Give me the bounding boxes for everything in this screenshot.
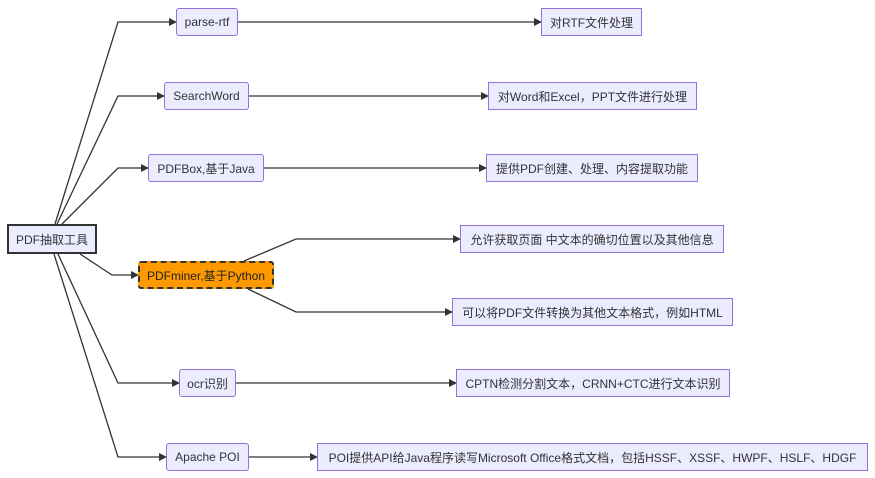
desc-node-word-excel-ppt[interactable]: 对Word和Excel，PPT文件进行处理 <box>488 82 697 110</box>
edge-root-searchword <box>56 92 165 225</box>
tool-node-apache-poi[interactable]: Apache POI <box>166 443 249 471</box>
desc-node-text-position[interactable]: 允许获取页面 中文本的确切位置以及其他信息 <box>460 225 724 253</box>
edge-root-apache-poi <box>53 253 167 461</box>
edge-root-pdfminer <box>79 253 139 279</box>
tool-node-ocr[interactable]: ocr识别 <box>179 369 236 397</box>
edge-root-parse-rtf <box>54 18 177 225</box>
edge-root-ocr <box>57 253 180 387</box>
desc-node-pdfbox[interactable]: 提供PDF创建、处理、内容提取功能 <box>486 154 698 182</box>
edge-pdfminer-desc-top <box>243 235 461 262</box>
tool-node-searchword[interactable]: SearchWord <box>164 82 249 110</box>
tool-node-pdfminer[interactable]: PDFminer,基于Python <box>138 261 274 289</box>
root-node[interactable]: PDF抽取工具 <box>7 224 97 254</box>
desc-node-poi[interactable]: POI提供API给Java程序读写Microsoft Office格式文档，包括… <box>317 443 868 471</box>
desc-node-convert-html[interactable]: 可以将PDF文件转换为其他文本格式，例如HTML <box>452 298 733 326</box>
edge-root-pdfbox <box>61 164 149 225</box>
desc-node-rtf[interactable]: 对RTF文件处理 <box>541 8 642 36</box>
tool-node-parse-rtf[interactable]: parse-rtf <box>176 8 238 36</box>
tool-node-pdfbox[interactable]: PDFBox,基于Java <box>148 154 264 182</box>
edge-pdfminer-desc-bottom <box>247 288 453 316</box>
desc-node-ocr[interactable]: CPTN检测分割文本，CRNN+CTC进行文本识别 <box>456 369 730 397</box>
